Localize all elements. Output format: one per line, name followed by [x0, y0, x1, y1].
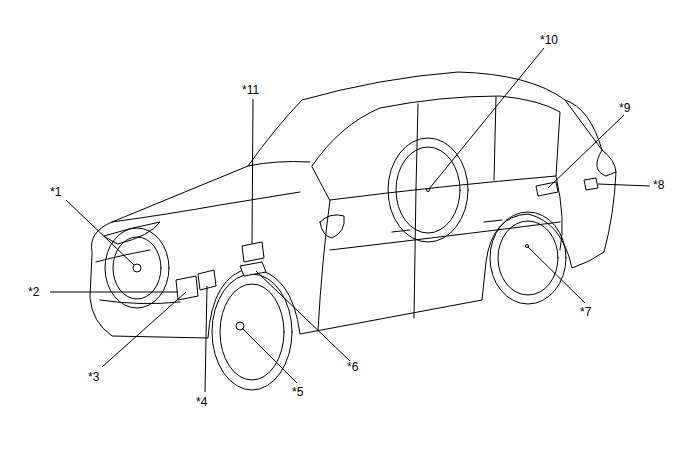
- callout-number: *1: [50, 185, 61, 199]
- callout-number: *2: [28, 285, 39, 299]
- callout-number: *5: [292, 385, 303, 399]
- callout-number: *11: [242, 83, 259, 97]
- callout-number: *8: [653, 178, 664, 192]
- callout-number: *3: [88, 370, 99, 384]
- callout-number: *6: [347, 360, 358, 374]
- callout-number: *9: [619, 101, 630, 115]
- callout-number: *10: [540, 33, 558, 47]
- callout-number: *7: [580, 305, 591, 319]
- callout-number: *4: [196, 395, 207, 409]
